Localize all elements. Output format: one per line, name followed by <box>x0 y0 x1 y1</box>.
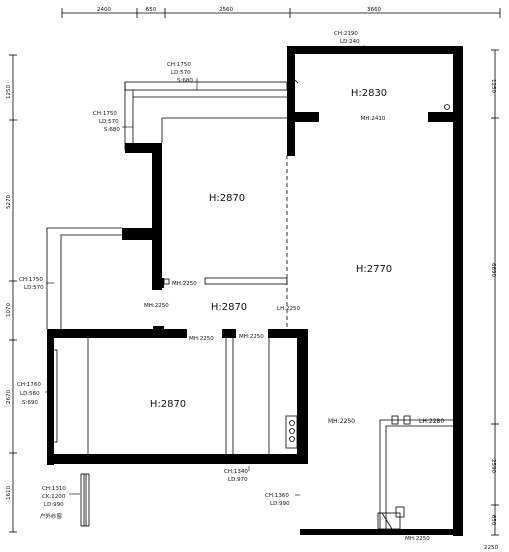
window-balcony-side-ld: LD:570 <box>99 119 119 125</box>
window-left-low-ld: LD:560 <box>20 391 40 397</box>
window-note-balcony-side: CH:1750 LD:570 S:680 <box>93 111 120 133</box>
window-balcony-top-s: S:680 <box>177 78 193 84</box>
mh-label-bottom-right: MH:2250 <box>405 536 430 542</box>
window-bottom-mid-ld: LD:970 <box>228 477 248 483</box>
lh-label-corridor: LH:2250 <box>277 306 301 312</box>
window-exterior-ch: CH:1310 <box>42 486 66 492</box>
window-exterior-note: 户外纱窗 <box>40 512 63 520</box>
dim-top-1: 2400 <box>97 7 111 13</box>
window-bottom-right-ch: CH:1360 <box>265 493 289 499</box>
dim-right-4: 650 <box>490 515 496 526</box>
dim-right-3: 2590 <box>490 459 496 473</box>
window-note-bottom-right: CH:1360 LD:990 <box>265 493 290 507</box>
window-left-low-s: S:690 <box>22 400 38 406</box>
mh-label-bottom-door-2: MH:2250 <box>239 334 264 340</box>
room-height-top-right: H:2830 <box>351 88 387 99</box>
dim-top-3: 2560 <box>219 7 233 13</box>
window-left-mid-ld: LD:570 <box>24 285 44 291</box>
window-balcony-side-ch: CH:1750 <box>93 111 117 117</box>
dim-right-2: 6690 <box>490 263 496 277</box>
walls <box>47 46 463 536</box>
dim-right-1: 1250 <box>490 79 496 93</box>
window-note-left-low: CH:1760 LD:560 S:690 <box>17 382 41 406</box>
mh-label-corridor-left: MH:2250 <box>144 303 169 309</box>
window-bottom-mid-ch: CH:1340 <box>224 469 248 475</box>
lh-label-kitchen: LH:2280 <box>419 418 444 425</box>
dim-left-5: 1610 <box>6 486 12 500</box>
thin-outlines <box>46 79 453 530</box>
room-height-top-left: H:2870 <box>209 193 245 204</box>
window-exterior-ck: CK:1200 <box>42 494 66 500</box>
room-height-corridor: H:2870 <box>211 302 247 313</box>
dim-top-4: 3660 <box>367 7 381 13</box>
window-balcony-top-ch: CH:1750 <box>167 62 191 68</box>
window-note-left-mid: CH:1750 LD:570 <box>19 277 44 291</box>
window-exterior-ld: LD:990 <box>44 502 64 508</box>
window-top-ch: CH:2190 <box>334 31 358 37</box>
window-note-top: CH:2190 LD:240 <box>334 31 360 45</box>
window-balcony-top-ld: LD:570 <box>171 70 191 76</box>
mh-label-top-left-door: MH:2250 <box>172 281 197 287</box>
window-note-balcony-top: CH:1750 LD:570 S:680 <box>167 62 193 84</box>
leader-lines <box>45 45 365 496</box>
mh-label-kitchen: MH:2250 <box>328 418 355 425</box>
stamp-2250: 2250 <box>484 545 498 551</box>
window-note-exterior: CH:1310 CK:1200 LD:990 户外纱窗 <box>40 486 66 520</box>
room-height-right-main: H:2770 <box>356 264 392 275</box>
room-mh-top-right: MH:2410 <box>361 116 386 122</box>
dim-left-4: 2670 <box>6 390 12 404</box>
window-bottom-right-ld: LD:990 <box>270 501 290 507</box>
left-dimension-line: 1250 5270 1070 2670 1610 <box>6 54 17 533</box>
window-left-mid-ch: CH:1750 <box>19 277 43 283</box>
dim-top-2: 650 <box>146 7 157 13</box>
right-dimension-line: 1250 6690 2590 650 <box>490 49 499 536</box>
room-height-bottom-left: H:2870 <box>150 399 186 410</box>
dim-left-3: 1070 <box>6 303 12 317</box>
window-top-ld: LD:240 <box>340 39 360 45</box>
top-dimension-line: 2400 650 2560 3660 <box>61 7 501 18</box>
window-balcony-side-s: S:680 <box>104 127 120 133</box>
window-left-low-ch: CH:1760 <box>17 382 41 388</box>
mh-label-bottom-door-1: MH:2250 <box>189 336 214 342</box>
window-note-bottom-mid: CH:1340 LD:970 <box>224 469 248 483</box>
dim-left-1: 1250 <box>6 85 12 99</box>
dim-left-2: 5270 <box>6 195 12 209</box>
